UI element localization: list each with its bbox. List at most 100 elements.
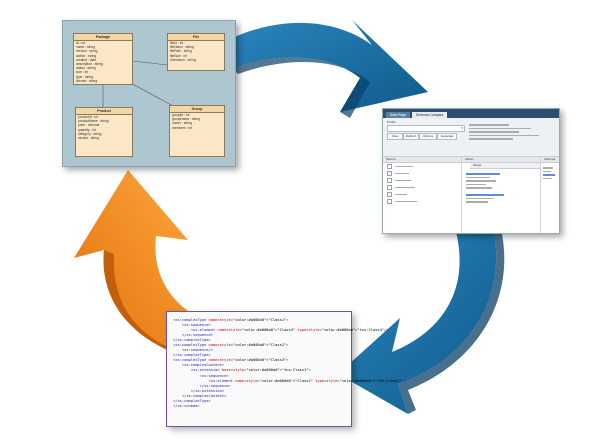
xml-line: <xs:sequence> bbox=[199, 373, 229, 378]
uml-class-file: File fileId : int fileName : string file… bbox=[167, 33, 225, 71]
tree-row[interactable] bbox=[383, 191, 461, 198]
xml-line: <xs:complexType name=style="color:#a000a… bbox=[173, 358, 289, 363]
xml-line: <xs:complexType name=style="color:#a000a… bbox=[173, 343, 289, 348]
compare-results: Source Action Target Schema bbox=[383, 157, 559, 233]
xml-line: <xs:complexContent> bbox=[181, 363, 225, 368]
xml-schema-document: <xs:complexType name=style="color:#a000a… bbox=[166, 311, 407, 427]
uml-attribute: groupName : string bbox=[172, 117, 201, 122]
expand-icon[interactable] bbox=[387, 164, 392, 169]
uml-attribute: description : string bbox=[76, 62, 103, 67]
schema-column: Schema bbox=[541, 157, 559, 233]
xml-line: </xs:sequence> bbox=[181, 333, 213, 338]
uml-attribute: vendor : string bbox=[78, 136, 99, 141]
generate-button[interactable]: Generate bbox=[437, 133, 457, 140]
compare-info-panel bbox=[469, 122, 555, 142]
arrow-xml-to-uml bbox=[74, 170, 196, 352]
expand-icon[interactable] bbox=[387, 171, 392, 176]
uml-attribute: productName : string bbox=[78, 119, 109, 124]
uml-attribute: status : string bbox=[76, 66, 96, 71]
xml-line: <xs:element name=style="color:#a000a0">"… bbox=[190, 328, 389, 333]
uml-class-title: Product bbox=[76, 108, 132, 115]
expand-icon[interactable] bbox=[387, 192, 392, 197]
tree-row[interactable] bbox=[383, 170, 461, 177]
xml-code: <xs:complexType name=style="color:#a000a… bbox=[167, 312, 407, 409]
tree-row[interactable] bbox=[383, 198, 461, 205]
column-header-target: Target bbox=[470, 163, 540, 169]
xml-line: </xs:complexContent> bbox=[181, 393, 227, 398]
xml-line: </xs:sequence> bbox=[199, 383, 231, 388]
xml-line: <xs:extension base=style="color:#a000a0"… bbox=[190, 368, 311, 373]
uml-attribute: fileId : int bbox=[170, 41, 184, 45]
arrow-app-to-xml bbox=[338, 232, 497, 414]
info-line bbox=[469, 131, 519, 133]
uml-class-package: Package Id : int name : string version :… bbox=[73, 33, 133, 85]
uml-class-product: Product productId : int productName : st… bbox=[75, 107, 133, 157]
action-list bbox=[462, 169, 540, 207]
schema-list bbox=[541, 163, 559, 183]
column-header-action: Action bbox=[462, 157, 540, 163]
uml-attribute: fileSize : int bbox=[170, 53, 187, 58]
xml-line: </xs:complexType> bbox=[173, 353, 211, 358]
source-column: Source bbox=[383, 157, 462, 233]
xml-line: </xs:complexType> bbox=[173, 398, 211, 403]
tab-start-page[interactable]: Start Page bbox=[386, 112, 411, 118]
options-button[interactable]: Options bbox=[419, 133, 437, 140]
uml-class-title: Group bbox=[170, 106, 224, 113]
uml-attribute: version : string bbox=[76, 49, 98, 54]
uml-attribute: price : decimal bbox=[78, 123, 100, 128]
schema-compare-window: Start Page Schema Compare Profile ▾ View… bbox=[382, 108, 560, 234]
chevron-down-icon: ▾ bbox=[461, 126, 463, 130]
uml-class-diagram: Package Id : int name : string version :… bbox=[62, 20, 236, 167]
uml-attribute: owner : string bbox=[172, 121, 192, 126]
arrow-xml-to-uml-shade bbox=[103, 250, 186, 352]
uml-attribute: license : string bbox=[76, 78, 98, 83]
uml-attribute: productId : int bbox=[78, 115, 98, 119]
tab-schema-compare[interactable]: Schema Compare bbox=[412, 112, 448, 118]
arrow-app-to-xml-shade bbox=[398, 232, 505, 414]
uml-attribute: type : string bbox=[76, 74, 94, 79]
uml-class-title: Package bbox=[74, 34, 132, 41]
uml-attribute: quantity : int bbox=[78, 127, 96, 132]
info-line bbox=[469, 134, 539, 137]
tree-row[interactable] bbox=[383, 184, 461, 191]
column-header-source: Source bbox=[383, 157, 461, 163]
uml-class-title: File bbox=[168, 34, 224, 41]
xml-line: </xs:extension> bbox=[190, 388, 225, 393]
expand-icon[interactable] bbox=[387, 185, 392, 190]
uml-attribute: created : date bbox=[76, 57, 97, 62]
profile-label: Profile bbox=[387, 120, 396, 124]
uml-attribute: name : string bbox=[76, 45, 96, 50]
uml-attribute: filePath : string bbox=[170, 49, 192, 54]
expand-icon[interactable] bbox=[387, 199, 392, 204]
tree-row[interactable] bbox=[383, 163, 461, 170]
xml-line: <xs:sequence/> bbox=[181, 348, 213, 353]
column-header-schema: Schema bbox=[541, 157, 559, 163]
uml-attribute: groupId : int bbox=[172, 113, 190, 117]
uml-attribute: members : int bbox=[172, 125, 192, 130]
uml-attribute: fileName : string bbox=[170, 45, 194, 50]
uml-attribute: checksum : string bbox=[170, 57, 196, 62]
action-column: Action Target bbox=[462, 157, 541, 233]
xml-line: </xs:complexType> bbox=[173, 338, 211, 343]
xml-line: <xs:complexType name=style="color:#a000a… bbox=[173, 318, 289, 322]
arrow-uml-to-app bbox=[228, 20, 428, 112]
info-line bbox=[469, 138, 513, 140]
xml-line: </xs:schema> bbox=[173, 403, 200, 408]
refresh-button[interactable]: Refresh bbox=[403, 133, 419, 140]
xml-line: <xs:element name=style="color:#a000a0">"… bbox=[208, 378, 407, 383]
uml-attribute: size : int bbox=[76, 70, 89, 75]
uml-attribute: Id : int bbox=[76, 41, 85, 45]
view-button[interactable]: View bbox=[387, 133, 403, 140]
profile-select[interactable]: ▾ bbox=[387, 125, 465, 132]
uml-attribute: author : string bbox=[76, 53, 97, 58]
info-line bbox=[469, 127, 531, 130]
uml-class-group: Group groupId : int groupName : string o… bbox=[169, 105, 225, 157]
window-tab-bar: Start Page Schema Compare bbox=[383, 109, 559, 118]
expand-icon[interactable] bbox=[387, 178, 392, 183]
tree-row[interactable] bbox=[383, 177, 461, 184]
uml-attribute: category : string bbox=[78, 131, 102, 136]
uml-association-lines bbox=[102, 60, 176, 108]
compare-header: Profile ▾ View Refresh Options Generate bbox=[383, 118, 559, 157]
info-line bbox=[469, 124, 509, 126]
